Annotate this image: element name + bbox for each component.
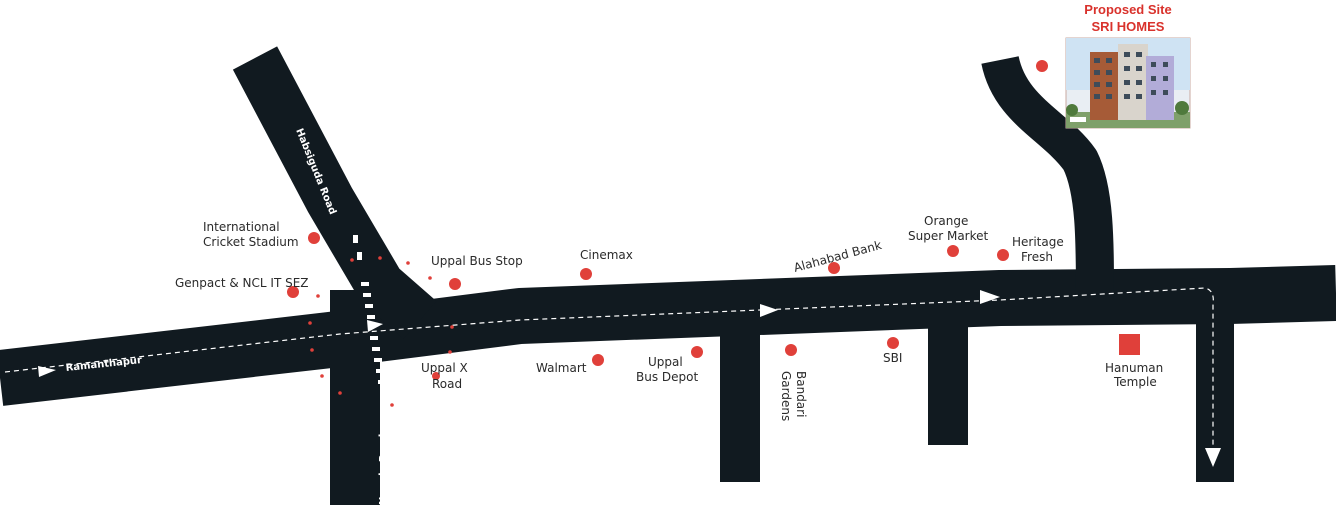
red-dot-icon[interactable] <box>592 354 604 366</box>
arrow-icon <box>980 290 1000 304</box>
red-dot-icon[interactable] <box>997 249 1009 261</box>
label-uppal-bus-stop: Uppal Bus Stop <box>431 254 523 268</box>
red-dot-icon[interactable] <box>691 346 703 358</box>
label-hanuman-1: Hanuman <box>1105 361 1163 375</box>
arrow-icon <box>38 366 56 377</box>
red-dot-icon[interactable] <box>308 232 320 244</box>
red-dot-icon[interactable] <box>449 278 461 290</box>
red-dot-icon[interactable] <box>287 286 299 298</box>
label-orange-1: Orange <box>924 214 968 228</box>
junction-dots <box>308 256 454 407</box>
red-square-icon[interactable] <box>1119 334 1140 355</box>
road-label-nagole: Nagole Road <box>378 434 389 505</box>
red-dot-icon[interactable] <box>887 337 899 349</box>
red-dot-icon[interactable] <box>1036 60 1048 72</box>
route-path <box>4 287 1221 467</box>
landmark-markers <box>287 60 1140 380</box>
arrow-icon <box>760 304 778 317</box>
label-uppal-bus-depot-1: Uppal <box>648 355 683 369</box>
label-heritage-2: Fresh <box>1021 250 1053 264</box>
apartment-building-icon <box>1065 37 1191 129</box>
label-cricket-stadium-2: Cricket Stadium <box>203 235 299 249</box>
label-heritage-1: Heritage <box>1012 235 1064 249</box>
label-uppal-x-road-2: Road <box>432 377 462 391</box>
arrow-icon <box>367 320 383 332</box>
red-dot-icon[interactable] <box>580 268 592 280</box>
label-bandari-2: Gardens <box>779 371 793 421</box>
proposed-site-title: Proposed Site <box>1084 2 1171 17</box>
crossing-stripes <box>353 235 388 395</box>
label-orange-2: Super Market <box>908 229 989 243</box>
red-dot-icon[interactable] <box>828 262 840 274</box>
label-cinemax: Cinemax <box>580 248 633 262</box>
proposed-site-name: SRI HOMES <box>1092 19 1165 34</box>
label-sbi: SBI <box>883 351 902 365</box>
label-hanuman-2: Temple <box>1113 375 1157 389</box>
label-uppal-x-road-1: Uppal X <box>421 361 468 375</box>
label-walmart: Walmart <box>536 361 587 375</box>
red-dot-icon[interactable] <box>785 344 797 356</box>
label-bandari-1: Bandari <box>794 371 808 417</box>
red-dot-icon[interactable] <box>432 372 440 380</box>
red-dot-icon[interactable] <box>947 245 959 257</box>
label-genpact: Genpact & NCL IT SEZ <box>175 276 309 290</box>
proposed-site[interactable]: Proposed Site SRI HOMES <box>1065 2 1191 129</box>
label-uppal-bus-depot-2: Bus Depot <box>636 370 698 384</box>
arrow-icon <box>1205 448 1221 467</box>
site-road <box>981 55 1114 301</box>
label-cricket-stadium-1: International <box>203 220 280 234</box>
